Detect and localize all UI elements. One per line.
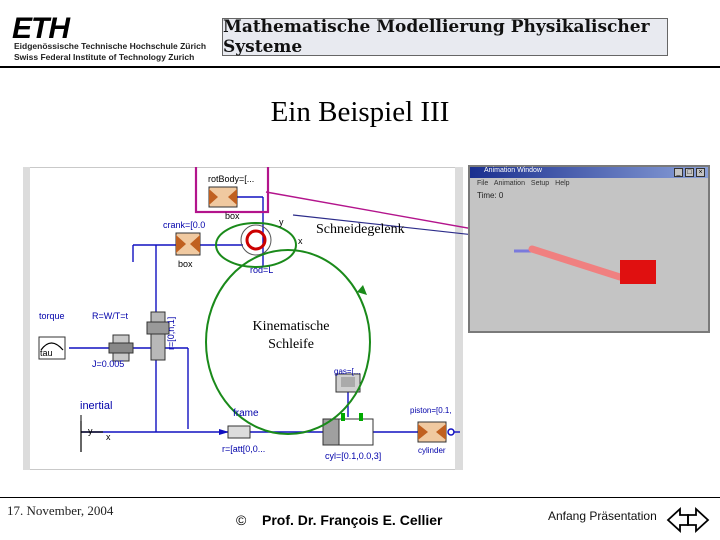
header-divider (0, 66, 720, 68)
diagram-graphics (38, 167, 597, 452)
callout-kinematic-loop: Kinematische Schleife (226, 318, 356, 354)
label-torque: torque (39, 311, 65, 321)
label-crank: crank=[0.0 (163, 220, 206, 230)
label-box-left: box (178, 259, 193, 269)
large-loop (205, 249, 371, 435)
rotbody-right-cone (228, 189, 237, 205)
label-gas: gas=[... (334, 367, 361, 376)
label-joint-x: x (298, 236, 303, 246)
callout-loop-line2: Schleife (268, 337, 314, 352)
animation-window-title: Animation Window (484, 167, 542, 174)
animation-scene (514, 245, 656, 284)
minimize-icon[interactable]: _ (674, 168, 683, 177)
diagram-left-border (23, 167, 30, 470)
callout-loop-line1: Kinematische (252, 319, 330, 334)
start-presentation-link[interactable]: Anfang Präsentation (548, 509, 657, 523)
footer-date: 17. November, 2004 (7, 503, 114, 518)
torque-block (38, 336, 66, 360)
frame-arrow (219, 429, 229, 435)
anim-rod (528, 245, 624, 281)
rotbody-left-cone (209, 189, 218, 205)
label-axis-x: x (106, 432, 111, 442)
copyright-symbol: © (236, 512, 247, 528)
label-inertial: inertial (80, 400, 113, 412)
frame-block (227, 425, 251, 439)
highlight-rotbody (194, 167, 270, 214)
anim-piston (620, 260, 656, 284)
course-title: Mathematische Modellierung Physikalische… (222, 17, 668, 57)
animation-time: Time: 0 (477, 191, 504, 200)
kinematic-loop (205, 222, 371, 435)
footer-divider (0, 497, 720, 498)
label-cylinder-param: r=[0,n,1] (166, 316, 176, 350)
eth-logo: ETH (12, 12, 70, 45)
close-icon[interactable]: × (696, 168, 705, 177)
animation-menu-bar[interactable]: File Animation Setup Help (477, 180, 570, 187)
back-forward-icon[interactable] (666, 505, 710, 535)
label-rod: rod=L (250, 265, 274, 275)
callout-cut-joint: Schneidegelenk (316, 222, 405, 237)
footer-author: Prof. Dr. François E. Cellier (262, 512, 443, 528)
slide-title: Ein Beispiel III (270, 96, 450, 128)
label-tau: tau (40, 348, 53, 358)
animation-titlebar[interactable] (470, 167, 708, 178)
maximize-icon[interactable]: □ (685, 168, 694, 177)
label-joint-y: y (279, 217, 284, 227)
label-revolute-top: R=W/T=t (92, 311, 129, 321)
label-frame-param: r=[att[0,0... (222, 444, 266, 454)
label-box-top: box (225, 211, 240, 221)
label-axis-y: y (88, 426, 93, 436)
label-revolute-bottom: J=0.005 (92, 359, 125, 369)
revolute-joint (150, 311, 166, 361)
animation-window[interactable] (468, 165, 710, 333)
cut-joint (240, 224, 272, 256)
loop-arrowhead (357, 285, 367, 295)
diagram-right-border (455, 167, 463, 470)
institution-german: Eidgenössische Technische Hochschule Zür… (14, 41, 207, 51)
label-piston: piston=[0.1, (410, 406, 452, 415)
small-loop (215, 222, 297, 268)
label-cylinder-param-bottom: cyl=[0.1,0.0,3] (325, 451, 382, 461)
institution-english: Swiss Federal Institute of Technology Zu… (14, 52, 195, 62)
label-cylinder: cylinder (418, 446, 446, 455)
label-frame: frame (233, 408, 259, 419)
cut-joint-arrow (245, 229, 267, 251)
label-rotbody: rotBody=[... (208, 174, 255, 184)
